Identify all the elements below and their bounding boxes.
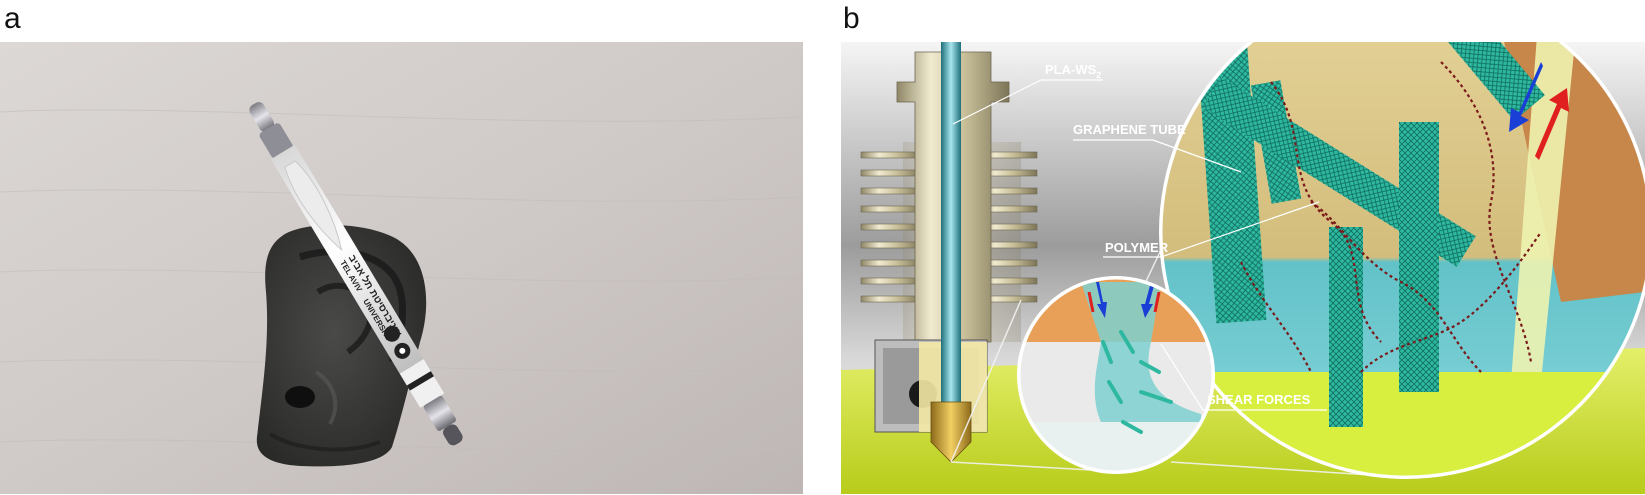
illustration-svg: PLA-WS2 GRAPHENE TUBE POLYMER SHEAR FORC… — [841, 42, 1645, 494]
photo-ear-and-pen: אוניברסיטת תל אביב TEL AVIV UNIVERSITY — [0, 42, 803, 494]
label-polymer: POLYMER — [1105, 240, 1169, 255]
svg-text:PLA-WS2: PLA-WS2 — [1045, 62, 1101, 80]
polymer-chains — [1240, 61, 1542, 373]
panel-letter-b: b — [843, 2, 860, 35]
panel-letter-a: a — [4, 2, 21, 35]
label-graphene-tube: GRAPHENE TUBE — [1073, 122, 1186, 137]
label-leaders — [952, 79, 1327, 411]
photo-svg: אוניברסיטת תל אביב TEL AVIV UNIVERSITY — [0, 42, 803, 494]
magnified-view-small — [1017, 276, 1215, 474]
heat-sink — [860, 51, 1038, 343]
flow-up-arrow-icon — [1535, 88, 1569, 160]
label-shear-forces: SHEAR FORCES — [1207, 392, 1311, 407]
magnified-view-large — [1159, 42, 1645, 479]
label-pla-ws2: PLA-WS2 — [1045, 62, 1101, 80]
nozzle-tip — [930, 401, 972, 463]
filament-channel — [941, 42, 961, 402]
flow-down-arrow-icon — [1509, 62, 1543, 132]
nozzle-illustration: PLA-WS2 GRAPHENE TUBE POLYMER SHEAR FORC… — [841, 42, 1645, 494]
pen-logo-icon — [384, 325, 401, 342]
